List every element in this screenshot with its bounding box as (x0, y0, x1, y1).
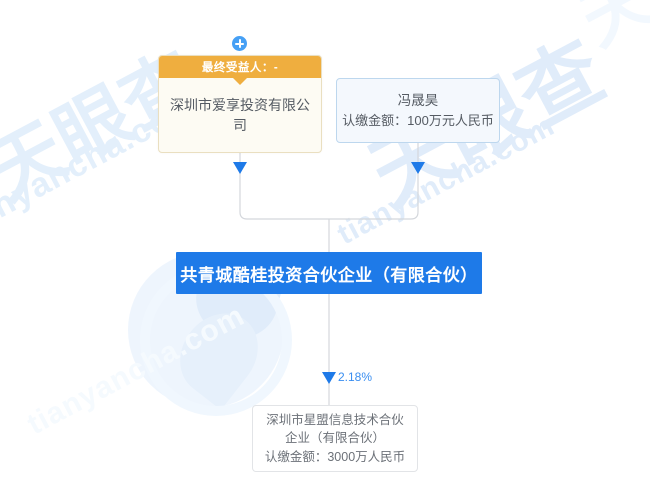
node-beneficiary-company[interactable]: 最终受益人：- 深圳市爱享投资有限公司 (158, 55, 322, 153)
main-entity-name: 共青城酷桂投资合伙企业（有限合伙） (180, 265, 478, 285)
subsidiary-name-line2: 企业（有限合伙） (284, 431, 385, 446)
subsidiary-name-line1: 深圳市星盟信息技术合伙 (266, 413, 404, 428)
beneficiary-badge-label: 最终受益人：- (201, 62, 279, 74)
watermark-domain-text: tianyancha.com (22, 298, 251, 442)
subsidiary-subscribed-amount: 认缴金额：3000万人民币 (264, 449, 406, 464)
down-arrow-icon (233, 162, 247, 174)
node-subsidiary-entity[interactable]: 深圳市星盟信息技术合伙 企业（有限合伙） 认缴金额：3000万人民币 (252, 405, 418, 472)
down-arrow-icon (322, 372, 336, 384)
ownership-percent-label: 2.18% (338, 370, 373, 384)
person-name: 冯晟昊 (397, 92, 439, 108)
watermark-logo-blade (164, 297, 274, 411)
node-person-shareholder[interactable]: 冯晟昊 认缴金额：100万元人民币 (336, 78, 500, 143)
beneficiary-company-name: 深圳市爱享投资有限公司 (170, 97, 310, 133)
badge-notch-icon (233, 78, 247, 85)
beneficiary-badge: 最终受益人：- (159, 56, 321, 85)
person-subscribed-amount: 认缴金额：100万元人民币 (342, 112, 494, 128)
watermark-brand-text: 天眼查 (560, 0, 650, 65)
down-arrow-icon (411, 162, 425, 174)
node-main-entity[interactable]: 共青城酷桂投资合伙企业（有限合伙） (176, 252, 482, 294)
plus-circle-icon[interactable] (231, 35, 248, 52)
